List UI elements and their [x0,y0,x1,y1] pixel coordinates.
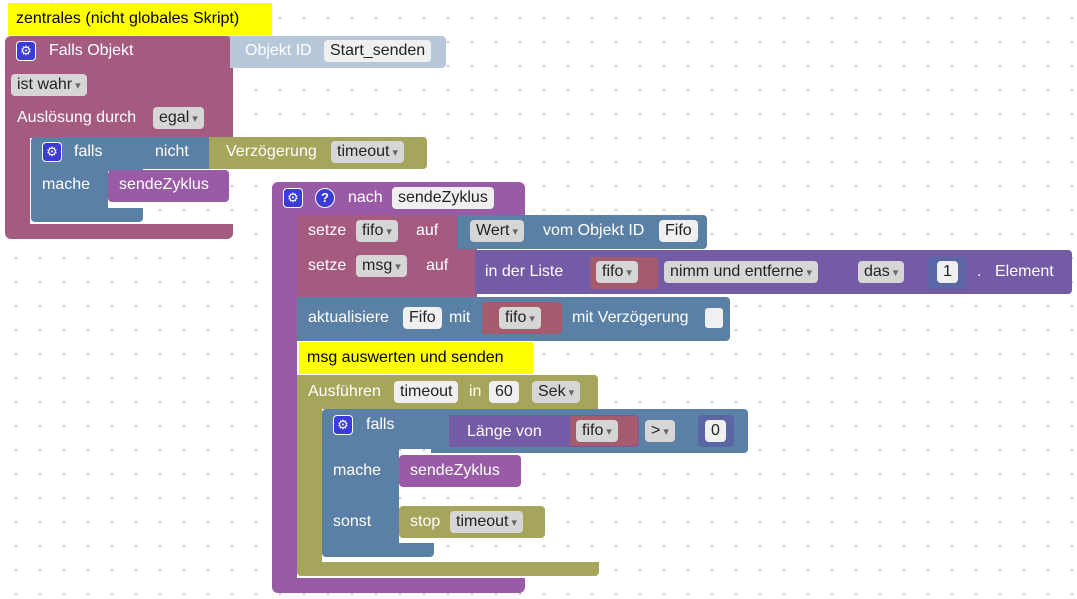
set-fifo-auf: auf [416,222,439,239]
compare-op-dropdown[interactable]: > [645,420,675,442]
wert-dropdown[interactable]: Wert [470,220,525,242]
call-sendezyklus-2-label: sendeZyklus [410,462,500,479]
comment-msg-text: msg auswerten und senden [307,349,504,366]
if1-left [31,171,108,208]
falls-objekt-label: Falls Objekt [49,42,134,59]
if2-bottom [322,543,434,557]
compare-value-field[interactable]: 0 [705,420,726,442]
laenge-von-label: Länge von [467,423,542,440]
dot-label: . [977,263,982,280]
gear-icon[interactable]: ⚙ [333,415,353,435]
update-object-field[interactable]: Fifo [403,307,442,329]
list-var-dropdown[interactable]: fifo [596,261,638,283]
call-sendezyklus-label: sendeZyklus [119,176,209,193]
timeout-unit-dropdown[interactable]: Sek [532,381,581,403]
list-op-dropdown[interactable]: nimm und entferne [664,261,818,283]
not-label: nicht [155,143,189,160]
update-mit-label: mit [449,309,471,326]
in-der-liste-label: in der Liste [485,263,564,280]
list-where-dropdown[interactable]: das [858,261,905,283]
set-fifo-var[interactable]: fifo [356,220,398,242]
length-list-dropdown[interactable]: fifo [576,420,618,442]
gear-icon[interactable]: ⚙ [16,41,36,61]
ausfuehren-label: Ausführen [308,383,381,400]
objekt-id-field[interactable]: Start_senden [324,40,432,62]
comment-top[interactable]: zentrales (nicht globales Skript) [8,3,272,35]
ausloesung-label: Auslösung durch [17,109,137,126]
if2-left [322,449,399,543]
aktualisiere-label: aktualisiere [308,309,389,326]
trigger-block-bottom [5,224,233,239]
vom-objekt-id-field[interactable]: Fifo [659,220,698,242]
set-fifo-setze: setze [308,222,347,239]
vom-objekt-id-label: vom Objekt ID [543,222,645,239]
objekt-id-label: Objekt ID [245,42,312,59]
set-msg-setze: setze [308,257,347,274]
update-value-dropdown[interactable]: fifo [499,307,541,329]
help-icon[interactable]: ? [315,188,335,208]
timeout-bottom [297,562,599,576]
verzoegerung-label: Verzögerung [226,143,317,160]
element-label: Element [995,263,1054,280]
timeout-name-field[interactable]: timeout [394,381,459,403]
gear-icon[interactable]: ⚙ [283,188,303,208]
in-label: in [469,383,482,400]
stop-dropdown[interactable]: timeout [450,511,524,533]
condition-dropdown[interactable]: ist wahr [11,74,87,96]
if2-mache-label: mache [333,462,382,479]
func-name-field[interactable]: sendeZyklus [392,187,494,209]
gear-icon[interactable]: ⚙ [42,142,62,162]
timeout-left [297,409,322,562]
verzoegerung-dropdown[interactable]: timeout [331,141,405,163]
ausloesung-dropdown[interactable]: egal [153,107,204,129]
function-left [272,215,297,578]
comment-msg[interactable]: msg auswerten und senden [299,342,533,374]
call-sendezyklus-2-block[interactable] [399,455,521,487]
set-msg-auf: auf [426,257,449,274]
func-nach-label: nach [348,189,383,206]
if1-bottom [31,208,143,222]
index-field[interactable]: 1 [937,261,958,283]
trigger-block-left-column [5,138,30,224]
mit-verzoegerung-label: mit Verzögerung [572,309,689,326]
set-msg-var[interactable]: msg [356,255,407,277]
if1-falls-label: falls [74,143,103,160]
call-sendezyklus-block[interactable] [108,170,229,202]
not-block[interactable] [141,137,211,169]
function-bottom [272,578,525,593]
if2-falls-label: falls [366,416,395,433]
stop-label: stop [410,513,441,530]
if1-mache-label: mache [42,176,91,193]
verzoegerung-checkbox[interactable] [705,308,723,328]
timeout-value-field[interactable]: 60 [489,381,519,403]
comment-top-text: zentrales (nicht globales Skript) [16,10,240,27]
if2-sonst-label: sonst [333,513,372,530]
